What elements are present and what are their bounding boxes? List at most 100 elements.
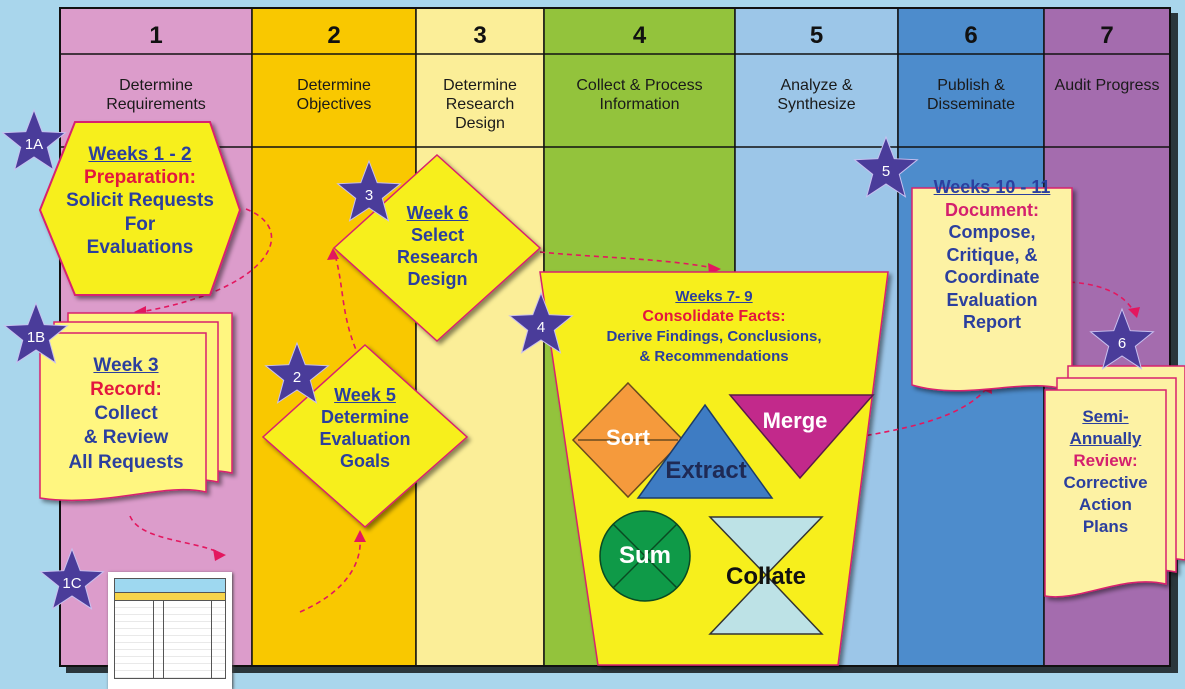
- column-5-number: 5: [809, 22, 824, 49]
- step-2-line1: Determine: [320, 406, 410, 427]
- step-3-line2: Research: [396, 246, 479, 267]
- badge-5: 5: [881, 163, 891, 180]
- step-6-line4: Action: [1079, 495, 1132, 515]
- column-4-number: 4: [632, 22, 647, 49]
- column-6-number: 6: [964, 22, 978, 49]
- step-3-weeks: Week 6: [406, 203, 469, 223]
- step-1a-line2: For: [124, 213, 156, 235]
- step-1b-weeks: Week 3: [93, 355, 159, 376]
- step-2-weeks: Week 5: [334, 385, 396, 405]
- star-icon: [3, 301, 69, 364]
- step-3-diamond: [332, 153, 542, 343]
- extract-label: Extract: [665, 457, 747, 484]
- evaluation-form-thumbnail: [108, 572, 232, 689]
- step-6-line1: Semi-: [1082, 407, 1129, 426]
- step-4-text: Weeks 7- 9 Consolidate Facts: Derive Fin…: [540, 287, 888, 366]
- star-icon: [508, 291, 574, 354]
- step-3-line1: Select: [410, 224, 465, 245]
- column-4-label: Collect & Process Information: [576, 77, 703, 114]
- column-1-number: 1: [149, 22, 163, 49]
- column-7-label: Audit Progress: [1054, 77, 1160, 94]
- step-1b-document-stack: [39, 312, 233, 502]
- step-2-line3: Goals: [339, 450, 391, 471]
- arrow-2-3: [334, 254, 364, 366]
- arrow-head: [327, 248, 339, 260]
- step-2-diamond: [261, 343, 469, 529]
- step-3-line3: Design: [407, 268, 468, 289]
- step-2-text: Week 5 Determine Evaluation Goals: [305, 385, 425, 473]
- step-5-line4: Evaluation: [946, 289, 1038, 310]
- step-1a-text: Weeks 1 - 2 Preparation: Solicit Request…: [40, 143, 240, 259]
- badge-1b: 1B: [26, 329, 46, 346]
- sum-label: Sum: [618, 542, 671, 569]
- arrow-1a-1b: [139, 208, 273, 313]
- step-5-line5: Report: [963, 312, 1021, 332]
- badge-6: 6: [1117, 335, 1127, 352]
- step-1b-line2: & Review: [83, 427, 169, 449]
- step-5-weeks: Weeks 10 - 11: [933, 177, 1051, 197]
- column-2-number: 2: [327, 22, 341, 49]
- star-icon: [1089, 307, 1155, 370]
- step-4-line2: & Recommendations: [639, 347, 789, 365]
- badge-3: 3: [364, 187, 374, 204]
- step-1a-line3: Evaluations: [86, 236, 194, 258]
- merge-label: Merge: [762, 408, 828, 433]
- column-5-label: Analyze & Synthesize: [777, 77, 856, 114]
- step-1a-weeks: Weeks 1 - 2: [88, 144, 192, 165]
- column-7-number: 7: [1100, 22, 1114, 49]
- collate-hourglass: [708, 516, 824, 635]
- step-6-line2: Annually: [1069, 429, 1142, 449]
- step-1a-action: Preparation:: [84, 167, 196, 189]
- collate-label: Collate: [725, 563, 806, 590]
- step-badges: [1, 108, 1155, 610]
- step-5-line2: Critique, &: [946, 244, 1038, 265]
- thumbnail-table: [114, 600, 226, 679]
- column-1-label: Determine Requirements: [106, 77, 206, 114]
- badge-1c: 1C: [62, 575, 82, 592]
- merge-triangle: [728, 394, 875, 480]
- step-1b-line1: Collect: [94, 403, 158, 425]
- column-2-label: Determine Objectives: [296, 77, 372, 114]
- arrow-head: [354, 530, 366, 542]
- column-3-label: Determine Research Design: [443, 77, 517, 133]
- column-6-label: Publish & Disseminate: [926, 77, 1016, 114]
- arrow-5-6: [1069, 281, 1134, 311]
- step-4-line1: Derive Findings, Conclusions,: [606, 328, 822, 346]
- step-5-line3: Coordinate: [944, 267, 1040, 287]
- step-1a-line1: Solicit Requests: [66, 190, 214, 212]
- sum-cross: [612, 523, 678, 589]
- step-5-line1: Compose,: [948, 222, 1036, 242]
- arrow-3-4: [539, 251, 715, 269]
- step-6-text: Semi- Annually Review: Corrective Action…: [1045, 406, 1166, 539]
- step-4-action: Consolidate Facts:: [642, 307, 786, 325]
- sort-label: Sort: [606, 425, 650, 450]
- step-6-document-stack: [1044, 365, 1185, 598]
- step-3-text: Week 6 Select Research Design: [375, 203, 500, 291]
- star-icon: [336, 159, 402, 222]
- step-5-text: Weeks 10 - 11 Document: Compose, Critiqu…: [912, 176, 1072, 334]
- step-6-line5: Plans: [1082, 517, 1129, 537]
- extract-triangle: [636, 403, 774, 499]
- step-1b-text: Week 3 Record: Collect & Review All Requ…: [42, 354, 210, 475]
- badge-2: 2: [292, 369, 302, 386]
- step-1b-line3: All Requests: [68, 451, 184, 473]
- step-5-action: Document:: [945, 199, 1039, 220]
- step-6-action: Review:: [1073, 451, 1138, 471]
- arrow-head: [213, 549, 226, 561]
- step-1a-hexagon: [38, 121, 242, 296]
- star-icon: [39, 547, 105, 610]
- badge-1a: 1A: [24, 136, 44, 153]
- step-6-line3: Corrective: [1063, 473, 1148, 493]
- step-1b-action: Record:: [90, 379, 162, 401]
- step-2-line2: Evaluation: [319, 428, 411, 449]
- step-4-weeks: Weeks 7- 9: [675, 288, 753, 305]
- star-icon: [264, 341, 330, 404]
- star-icon: [1, 108, 67, 171]
- arrow-head: [1128, 307, 1140, 318]
- star-icon: [853, 135, 919, 198]
- badge-4: 4: [536, 319, 546, 336]
- arrow-1b-1c: [129, 515, 219, 553]
- column-3-number: 3: [473, 22, 487, 49]
